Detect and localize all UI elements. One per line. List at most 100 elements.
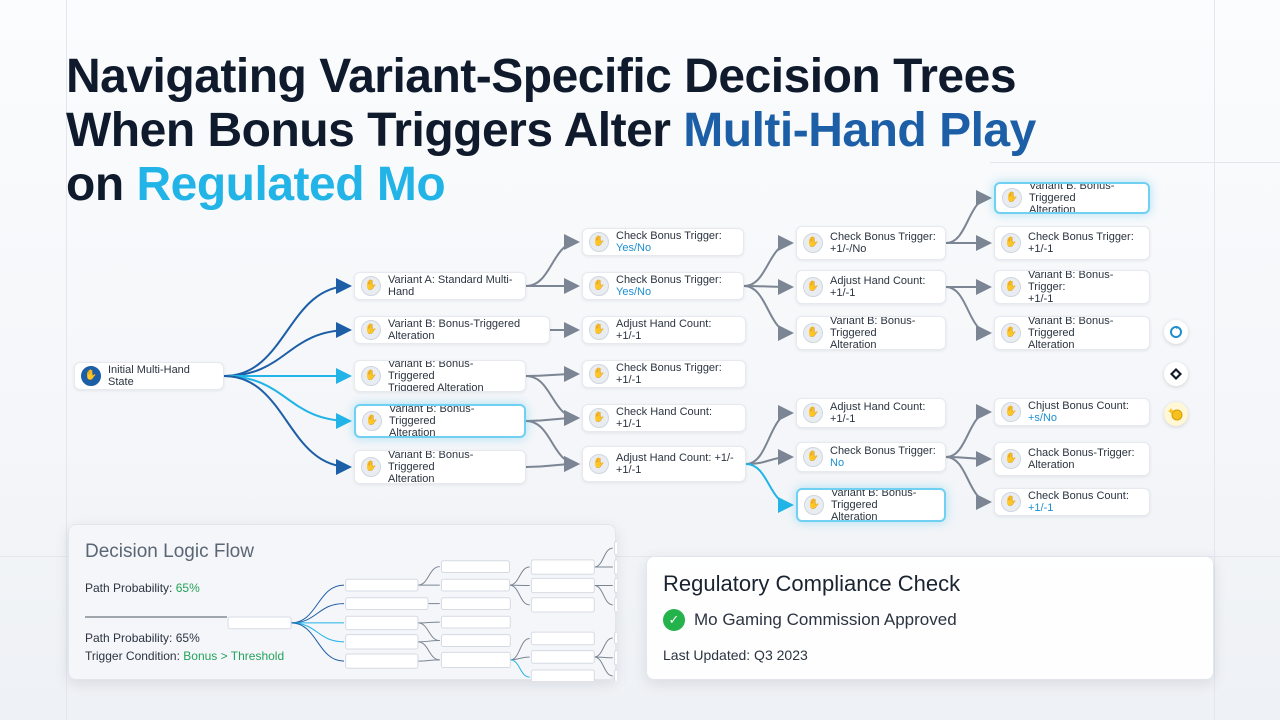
flow-edge-root-a5 [291, 622, 345, 662]
flow-node-c5[interactable]: ✋ Check Bonus Trigger: No [796, 442, 946, 472]
hand-icon: ✋ [361, 457, 381, 477]
flow-node-label: Adjust Hand Count: +1/-1 [830, 401, 926, 425]
hand-icon: ✋ [1001, 233, 1021, 253]
flow-edge-root-a4 [223, 375, 352, 429]
flow-node-a5[interactable]: ✋ Variant B: Bonus-Triggered Alteration [354, 450, 526, 484]
flow-edge-b6-c5 [745, 449, 794, 466]
flow-node-label: Variant B: Bonus-Triggered Alteration [388, 450, 474, 484]
flow-edge-a1-b1 [417, 566, 440, 586]
flow-node-c3[interactable]: ✋Variant B: Bonus-Triggered Alteration [796, 316, 946, 350]
flow-node-label: Check Bonus Trigger: +1/-/No [830, 231, 936, 255]
trigger-condition-value: Bonus > Threshold [183, 649, 285, 663]
flow-edge-a4-b6 [417, 641, 440, 661]
path-probability-secondary: Path Probability: 65% [85, 631, 200, 645]
flow-edge-a4-b6 [525, 420, 580, 472]
flow-node-label: Variant B: Bonus-Triggered Alteration [1028, 316, 1114, 350]
flow-node-d6[interactable]: ✋Chack Bonus-Trigger: Alteration [994, 442, 1150, 476]
hand-icon: ✋ [803, 447, 823, 467]
hand-icon: ✋ [804, 495, 824, 515]
flow-node-d2[interactable]: ✋Check Bonus Trigger: +1/-1 [994, 226, 1150, 260]
flow-edge-c2-d4 [594, 585, 613, 606]
mini-node-d3 [613, 577, 617, 594]
flow-edge-c5-d7 [945, 456, 992, 510]
flow-edge-b2-c1 [509, 566, 530, 586]
flow-node-b6[interactable]: ✋Adjust Hand Count: +1/- +1/-1 [582, 446, 746, 482]
mini-flowchart-thumbnail [85, 540, 617, 681]
flow-node-b3[interactable]: ✋Adjust Hand Count: +1/-1 [582, 316, 746, 344]
flow-node-c6[interactable]: ✋ Variant B: Bonus-Triggered Alteration [796, 488, 946, 522]
flow-node-d3[interactable]: ✋Variant B: Bonus-Trigger: +1/-1 [994, 270, 1150, 304]
hand-icon: ✋ [362, 411, 382, 431]
mini-node-a1 [345, 578, 419, 592]
flow-node-b1[interactable]: ✋ Check Bonus Trigger: Yes/No [582, 228, 744, 256]
guide-line-vertical-right [1214, 0, 1215, 720]
flow-node-label: Variant B: Bonus-Triggered Alteration [831, 488, 917, 522]
flow-node-label: Check Bonus Trigger: Yes/No [616, 230, 722, 254]
flow-edge-a1-b1 [525, 234, 580, 287]
path-probability-primary: Path Probability: 65% [85, 581, 200, 595]
flow-edge-a4-b5 [525, 410, 580, 427]
flow-node-c1[interactable]: ✋Check Bonus Trigger: +1/-/No [796, 226, 946, 260]
check-circle-icon: ✓ [663, 609, 685, 631]
hand-icon: ✋ [1001, 402, 1021, 422]
flow-node-d7[interactable]: ✋Check Bonus Count: +1/-1 [994, 488, 1150, 516]
hand-icon: ✋ [589, 232, 609, 252]
path-probability-value: 65% [175, 581, 200, 595]
hand-icon: ✋ [589, 364, 609, 384]
mini-node-a2 [345, 597, 429, 610]
trigger-condition-label: Trigger Condition: [85, 649, 184, 663]
mini-node-root [227, 616, 292, 630]
decision-logic-panel: Decision Logic Flow Path Probability: 65… [68, 524, 617, 681]
coin-sparkle-icon[interactable] [1164, 402, 1188, 426]
flow-node-d4[interactable]: ✋Variant B: Bonus-Triggered Alteration [994, 316, 1150, 350]
flow-edge-c5-d5 [945, 404, 992, 458]
refresh-icon[interactable] [1164, 320, 1188, 344]
flow-node-b5[interactable]: ✋Check Hand Count: +1/-1 [582, 404, 746, 432]
hand-icon: ✋ [361, 366, 381, 386]
flow-edge-b6-c4 [510, 637, 530, 661]
flow-node-accent: +1/-1 [1028, 502, 1054, 514]
flow-node-a4[interactable]: ✋Variant B: Bonus-Triggered Alteration [354, 404, 526, 438]
mini-node-b2 [440, 578, 510, 592]
flow-node-a2[interactable]: ✋Variant B: Bonus-Triggered Alteration [354, 316, 550, 344]
flow-node-c4[interactable]: ✋Adjust Hand Count: +1/-1 [796, 398, 946, 428]
flow-node-accent: Yes/No [616, 286, 652, 298]
flow-node-a1[interactable]: ✋Variant A: Standard Multi-Hand [354, 272, 526, 300]
flow-node-d5[interactable]: ✋Chjust Bonus Count: +s/No [994, 398, 1150, 426]
flow-node-d1[interactable]: ✋Variant B: Bonus-Triggered Alteration [994, 182, 1150, 214]
mini-node-d5 [613, 631, 617, 645]
flow-node-b2[interactable]: ✋Check Bonus Trigger: Yes/No [582, 272, 744, 300]
mini-node-d4 [613, 597, 617, 613]
title-line-2-highlight: Multi-Hand Play [683, 104, 1036, 157]
compliance-status: ✓ Mo Gaming Commission Approved [663, 609, 957, 631]
flow-edge-b6-c4 [745, 405, 794, 465]
hand-icon: ✋ [589, 454, 609, 474]
flow-node-label: Variant A: Standard Multi-Hand [388, 274, 513, 298]
hand-icon: ✋ [589, 320, 609, 340]
flow-node-label: Check Hand Count: +1/-1 [616, 406, 712, 430]
flow-node-label: Check Bonus Trigger: Yes/No [616, 274, 722, 298]
title-line-3-highlight: Regulated Mo [136, 158, 446, 211]
flow-node-a3[interactable]: ✋Variant B: Bonus-Triggered Triggered Al… [354, 360, 526, 392]
flow-node-c2[interactable]: ✋Adjust Hand Count: +1/-1 [796, 270, 946, 304]
flow-node-label: Check Bonus Trigger: No [830, 445, 936, 469]
flow-edge-root-a2 [291, 603, 345, 624]
flow-node-label: Check Bonus Trigger: +1/-1 [616, 362, 722, 386]
title-line-2-start: When Bonus Triggers Alter [66, 104, 684, 157]
diamond-arrows-icon[interactable] [1164, 362, 1188, 386]
flow-node-label: Variant B: Bonus-Triggered Alteration [830, 316, 916, 350]
flow-edge-c2-d4 [945, 286, 992, 341]
mini-node-d6 [613, 650, 617, 666]
flow-edge-root-a5 [223, 375, 352, 475]
flow-node-root[interactable]: ✋Initial Multi-Hand State [74, 362, 224, 390]
mini-node-d7 [613, 669, 617, 681]
guide-line-horizontal-bottom [0, 556, 1280, 557]
flow-node-label: Chack Bonus-Trigger: Alteration [1028, 447, 1135, 471]
path-probability-label: Path Probability: [85, 581, 176, 595]
hand-icon: ✋ [1001, 277, 1021, 297]
flow-edge-c1-d1 [594, 547, 613, 568]
flow-edge-a3-b4 [525, 366, 580, 383]
mini-node-c5 [530, 650, 595, 664]
flow-node-b4[interactable]: ✋ Check Bonus Trigger: +1/-1 [582, 360, 746, 388]
